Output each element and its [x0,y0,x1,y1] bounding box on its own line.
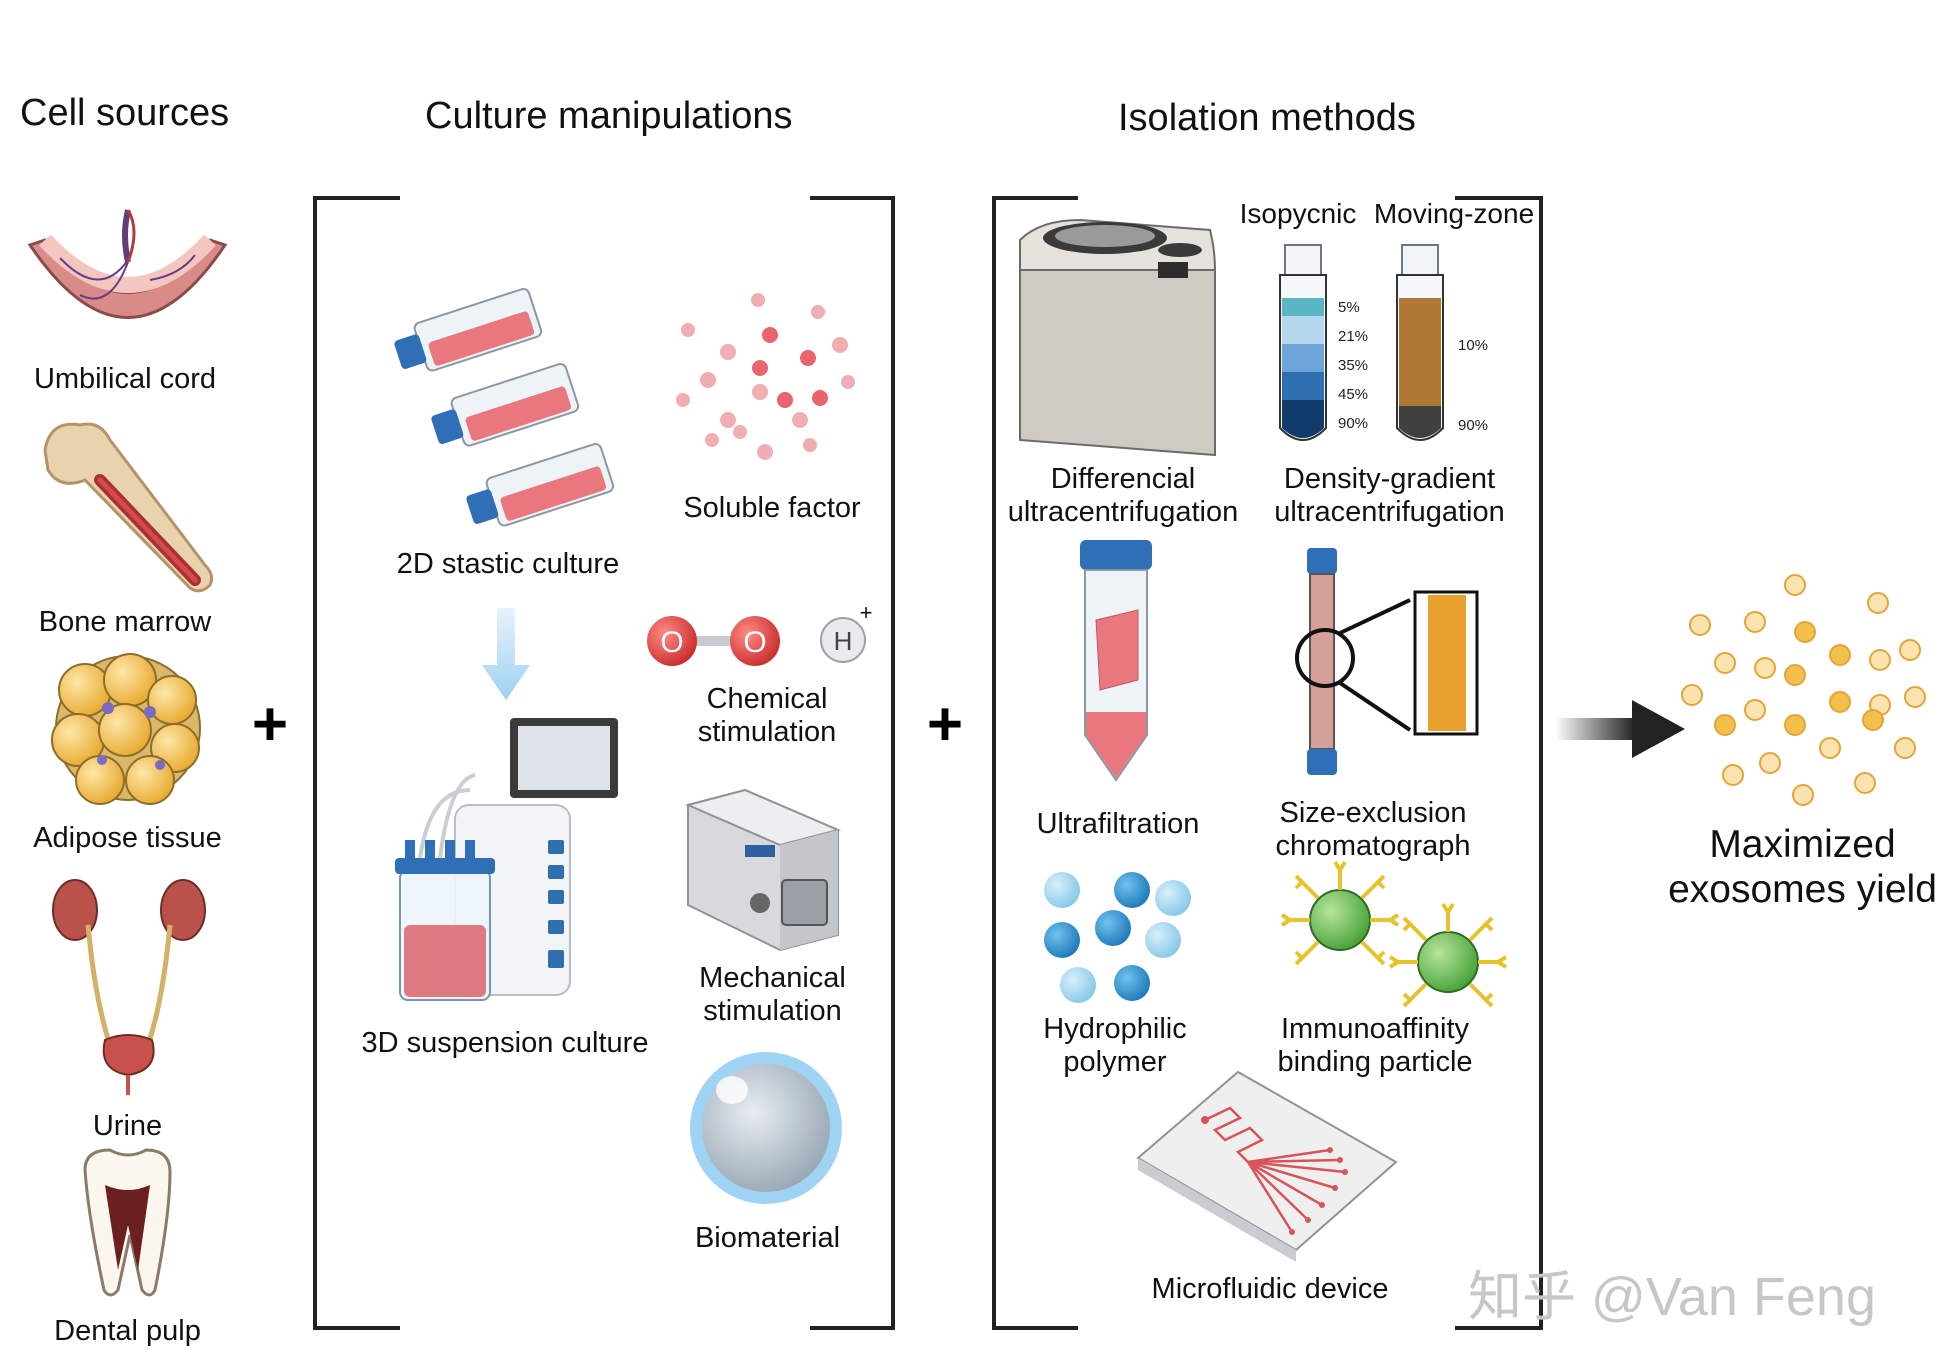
plus-sign-1: + [252,690,288,759]
dental-pulp-icon [83,1148,172,1297]
label-chemical-stimulation: Chemical stimulation [662,683,872,750]
ultrafiltration-tube-icon [1080,540,1152,782]
label-moving-zone: Moving-zone [1373,198,1535,229]
moving-percent-labels: 10% 90% [1458,337,1488,434]
plus-sign-2: + [927,690,963,759]
moving-pct-10: 10% [1458,337,1488,354]
iso-pct-45: 45% [1338,386,1368,403]
culture-flask-icon [394,287,615,527]
iso-pct-5: 5% [1338,299,1360,316]
result-arrow-icon [1555,700,1685,758]
microfluidic-chip-icon [1136,1070,1398,1262]
label-bone-marrow: Bone marrow [38,606,212,638]
biomaterial-icon [690,1052,842,1204]
label-ultrafiltration: Ultrafiltration [1036,808,1200,840]
label-mechanical-line1: Mechanical [699,962,846,994]
label-mechanical-stimulation: Mechanical stimulation [665,962,880,1029]
label-density-line2: ultracentrifugation [1274,496,1505,529]
label-hydrophilic-line1: Hydrophilic [1043,1013,1187,1045]
label-chemical-line2: stimulation [697,716,837,749]
label-biomaterial: Biomaterial [694,1222,841,1254]
label-mechanical-line2: stimulation [703,995,842,1028]
isolation-bracket [992,196,1543,1330]
label-immuno-line1: Immunoaffinity [1280,1013,1470,1045]
label-2d-static-culture: 2D stastic culture [396,548,620,580]
iso-pct-21: 21% [1338,328,1368,345]
watermark: 知乎 @Van Feng [1468,1267,1876,1327]
iso-pct-90: 90% [1338,415,1368,432]
bone-marrow-icon [43,422,214,593]
moving-zone-tube-icon [1396,244,1444,441]
label-immunoaffinity: Immunoaffinity binding particle [1255,1013,1495,1080]
umbilical-cord-icon [27,209,228,319]
bioreactor-icon [395,718,618,1001]
hydrogen-atom-label: H [834,626,853,656]
label-soluble-factor: Soluble factor [683,492,861,524]
label-isopycnic: Isopycnic [1239,198,1357,229]
result-line2: exosomes yield [1668,867,1937,911]
immunoaffinity-particle-icon [1280,860,1508,1008]
exosomes-icon [1681,574,1926,806]
culture-bracket [313,196,895,1330]
cell-sources-title: Cell sources [20,92,230,134]
oxygen-atom-label-2: O [743,626,766,659]
mechanical-device-icon [684,788,842,952]
adipose-tissue-icon [51,653,201,805]
oxygen-atom-label-1: O [660,626,683,659]
label-sec-line1: Size-exclusion [1279,797,1467,829]
result-line1: Maximized [1709,823,1896,866]
label-urine: Urine [92,1110,163,1142]
label-differential-line2: ultracentrifugation [1007,496,1239,529]
result-label: Maximized exosomes yield [1660,823,1945,913]
urine-icon [52,879,206,1095]
centrifuge-icon [1019,218,1217,457]
label-size-exclusion: Size-exclusion chromatograph [1248,797,1498,864]
soluble-factor-icon [676,293,855,460]
label-sec-line2: chromatograph [1275,830,1471,863]
label-hydrophilic-polymer: Hydrophilic polymer [1010,1013,1220,1080]
label-3d-suspension-culture: 3D suspension culture [361,1027,649,1059]
label-differential-line1: Differencial [1050,463,1196,495]
label-density-gradient: Density-gradient ultracentrifugation [1262,463,1517,530]
isopycnic-tube-icon [1279,244,1327,441]
chemical-molecule-icon: O O H + [647,600,872,666]
moving-pct-90: 90% [1458,417,1488,434]
label-umbilical-cord: Umbilical cord [33,363,217,395]
label-immuno-line2: binding particle [1277,1046,1473,1079]
isolation-methods-title: Isolation methods [1118,97,1416,139]
label-hydrophilic-line2: polymer [1063,1046,1167,1079]
iso-pct-35: 35% [1338,357,1368,374]
label-dental-pulp: Dental pulp [54,1315,201,1347]
label-microfluidic-device: Microfluidic device [1151,1273,1389,1305]
hydrophilic-polymer-icon [1044,872,1191,1003]
label-differential-ultracentrifugation: Differencial ultracentrifugation [998,463,1248,530]
label-chemical-line1: Chemical [706,683,828,715]
sec-column-icon [1295,548,1479,775]
down-arrow-icon [482,608,530,700]
label-adipose-tissue: Adipose tissue [33,822,222,854]
hydrogen-charge-label: + [860,600,873,625]
label-density-line1: Density-gradient [1283,463,1496,495]
iso-percent-labels: 5% 21% 35% 45% 90% [1338,299,1368,432]
culture-manipulations-title: Culture manipulations [425,95,793,137]
